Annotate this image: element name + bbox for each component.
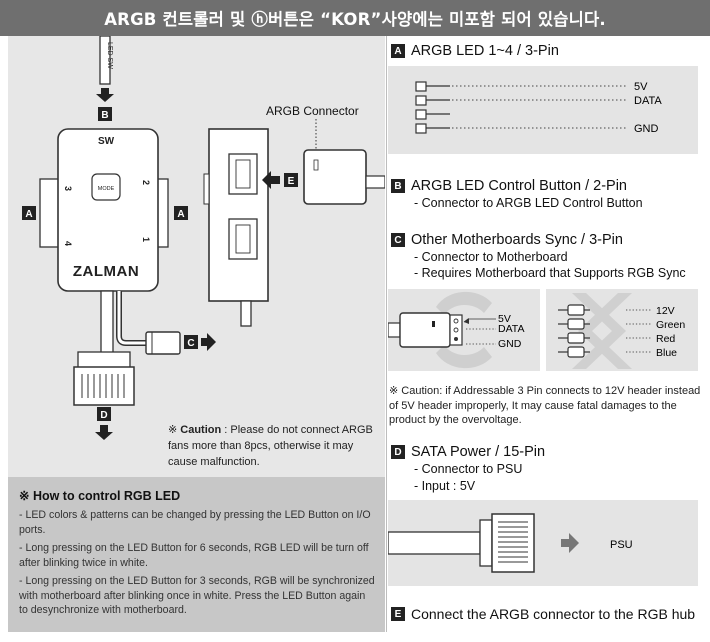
argb-connector-label: ARGB Connector bbox=[266, 104, 359, 118]
c-argb-pinout: 5V DATA GND bbox=[388, 291, 524, 369]
rgb-pin-red: Red bbox=[656, 333, 675, 345]
controller-diagram: LED SW B A A SW MODE 3 2 4 1 ZALMAN C bbox=[22, 36, 385, 440]
c-cable-inner bbox=[117, 291, 146, 345]
caution-prefix: ※ bbox=[168, 424, 181, 436]
badge-a-left-text: A bbox=[25, 209, 32, 220]
arrow-right-psu bbox=[561, 533, 579, 553]
argb-connector bbox=[303, 149, 367, 205]
sata-connector bbox=[73, 366, 135, 406]
banner-title: ARGB 컨트롤러 및 ⓗ버튼은 “KOR”사양에는 미포함 되어 있습니다. bbox=[104, 10, 606, 29]
section-c-caution: ※ Caution: if Addressable 3 Pin connects… bbox=[389, 385, 701, 426]
section-a-heading: A ARGB LED 1~4 / 3-Pin bbox=[391, 43, 559, 59]
psu-label: PSU bbox=[610, 539, 633, 551]
port-3-label: 3 bbox=[63, 186, 73, 191]
pin-data-label: DATA bbox=[634, 95, 662, 107]
led-sw-label: LED SW bbox=[106, 42, 113, 69]
panel-divider bbox=[386, 36, 387, 632]
badge-b-text: B bbox=[101, 110, 108, 121]
section-c-heading: C Other Motherboards Sync / 3-Pin bbox=[391, 232, 623, 248]
c-cable bbox=[116, 291, 146, 346]
c-pin-5v: 5V bbox=[498, 313, 511, 325]
badge-a-right-text: A bbox=[177, 209, 184, 220]
badge-a-right bbox=[174, 206, 188, 220]
led-sw-cable bbox=[99, 36, 111, 85]
sata-cable bbox=[100, 290, 114, 354]
badge-c-text: C bbox=[187, 338, 194, 349]
howto-section: ※ How to control RGB LED - LED colors & … bbox=[19, 488, 377, 622]
rgb-pin-blue: Blue bbox=[656, 347, 677, 359]
mode-label: MODE bbox=[98, 186, 115, 192]
mode-button[interactable] bbox=[91, 173, 121, 201]
section-e-badge: E bbox=[391, 607, 405, 621]
sata-power-plug bbox=[491, 513, 535, 573]
section-d-heading: D SATA Power / 15-Pin bbox=[391, 444, 545, 460]
badge-e-text: E bbox=[288, 176, 295, 187]
pin-5v-label: 5V bbox=[634, 81, 648, 93]
c-connector-plug bbox=[399, 312, 451, 348]
rgb-pin-12v: 12V bbox=[656, 305, 675, 317]
section-a-badge: A bbox=[391, 44, 405, 58]
c-rgb-pinout: 12V Green Red Blue bbox=[558, 293, 685, 369]
sata-collar bbox=[77, 351, 131, 369]
section-a-box bbox=[388, 66, 698, 154]
hub-cable bbox=[240, 300, 252, 327]
pin-gnd-label: GND bbox=[634, 123, 659, 135]
section-d-line: - Input : 5V bbox=[414, 479, 476, 493]
howto-item: - LED colors & patterns can be changed b… bbox=[19, 509, 371, 536]
sw-label: SW bbox=[98, 136, 115, 147]
section-c-line: - Requires Motherboard that Supports RGB… bbox=[414, 266, 686, 280]
hub-port-bottom bbox=[228, 218, 258, 260]
rgb-pin-plugs bbox=[558, 304, 590, 358]
left-caution: ※ Caution : Please do not connect ARGB f… bbox=[168, 422, 373, 470]
section-b-line: - Connector to ARGB LED Control Button bbox=[414, 196, 643, 210]
rgb-pin-green: Green bbox=[656, 319, 685, 331]
section-c-title: Other Motherboards Sync / 3-Pin bbox=[411, 232, 623, 248]
howto-item: - Long pressing on the LED Button for 6 … bbox=[19, 542, 369, 569]
section-e-title: Connect the ARGB connector to the RGB hu… bbox=[411, 606, 696, 622]
c-pin-gnd: GND bbox=[498, 338, 522, 350]
port-4-label: 4 bbox=[63, 241, 73, 246]
argb-pin-leaders bbox=[452, 85, 628, 129]
brand-logo: ZALMAN bbox=[73, 263, 139, 280]
caution-bold: Caution bbox=[180, 424, 222, 436]
section-d-line: - Connector to PSU bbox=[414, 462, 523, 476]
section-d-title: SATA Power / 15-Pin bbox=[411, 444, 546, 460]
howto-list: - LED colors & patterns can be changed b… bbox=[19, 508, 377, 618]
arrow-down-b bbox=[96, 88, 114, 102]
arrow-left-e bbox=[262, 171, 280, 189]
sata-psu-diagram: PSU bbox=[388, 513, 633, 573]
badge-a-left bbox=[22, 206, 36, 220]
caution-text: : Please do not connect ARGB fans more t… bbox=[168, 424, 373, 468]
sata-cable-horizontal bbox=[388, 531, 481, 555]
hub-port-top bbox=[228, 153, 258, 195]
badge-d-text: D bbox=[100, 410, 107, 421]
howto-title: ※ How to control RGB LED bbox=[19, 489, 181, 503]
section-b-badge: B bbox=[391, 179, 405, 193]
arrow-right-c bbox=[201, 333, 216, 351]
port-2-label: 2 bbox=[141, 180, 151, 185]
badge-c bbox=[184, 335, 198, 349]
section-c-badge: C bbox=[391, 233, 405, 247]
port-1-label: 1 bbox=[141, 237, 151, 242]
section-b-heading: B ARGB LED Control Button / 2-Pin bbox=[391, 178, 627, 194]
arrow-down-d bbox=[95, 425, 113, 440]
section-c-line: - Connector to Motherboard bbox=[414, 250, 568, 264]
section-d-badge: D bbox=[391, 445, 405, 459]
c-pin-data: DATA bbox=[498, 323, 524, 335]
sata-pins bbox=[81, 374, 125, 398]
page-banner: ARGB 컨트롤러 및 ⓗ버튼은 “KOR”사양에는 미포함 되어 있습니다. bbox=[0, 0, 710, 36]
argb-pin-diagram: 5V DATA GND bbox=[415, 81, 662, 135]
section-b-title: ARGB LED Control Button / 2-Pin bbox=[411, 178, 627, 194]
section-a-title: ARGB LED 1~4 / 3-Pin bbox=[411, 43, 559, 59]
howto-box bbox=[8, 477, 385, 632]
c-connector bbox=[145, 331, 181, 355]
section-e-heading: E Connect the ARGB connector to the RGB … bbox=[391, 606, 695, 622]
badge-d bbox=[97, 407, 111, 421]
howto-item: - Long pressing on the LED Button for 3 … bbox=[19, 575, 375, 616]
badge-b bbox=[98, 107, 112, 121]
argb-pin-plugs bbox=[415, 81, 450, 134]
badge-e bbox=[284, 173, 298, 187]
